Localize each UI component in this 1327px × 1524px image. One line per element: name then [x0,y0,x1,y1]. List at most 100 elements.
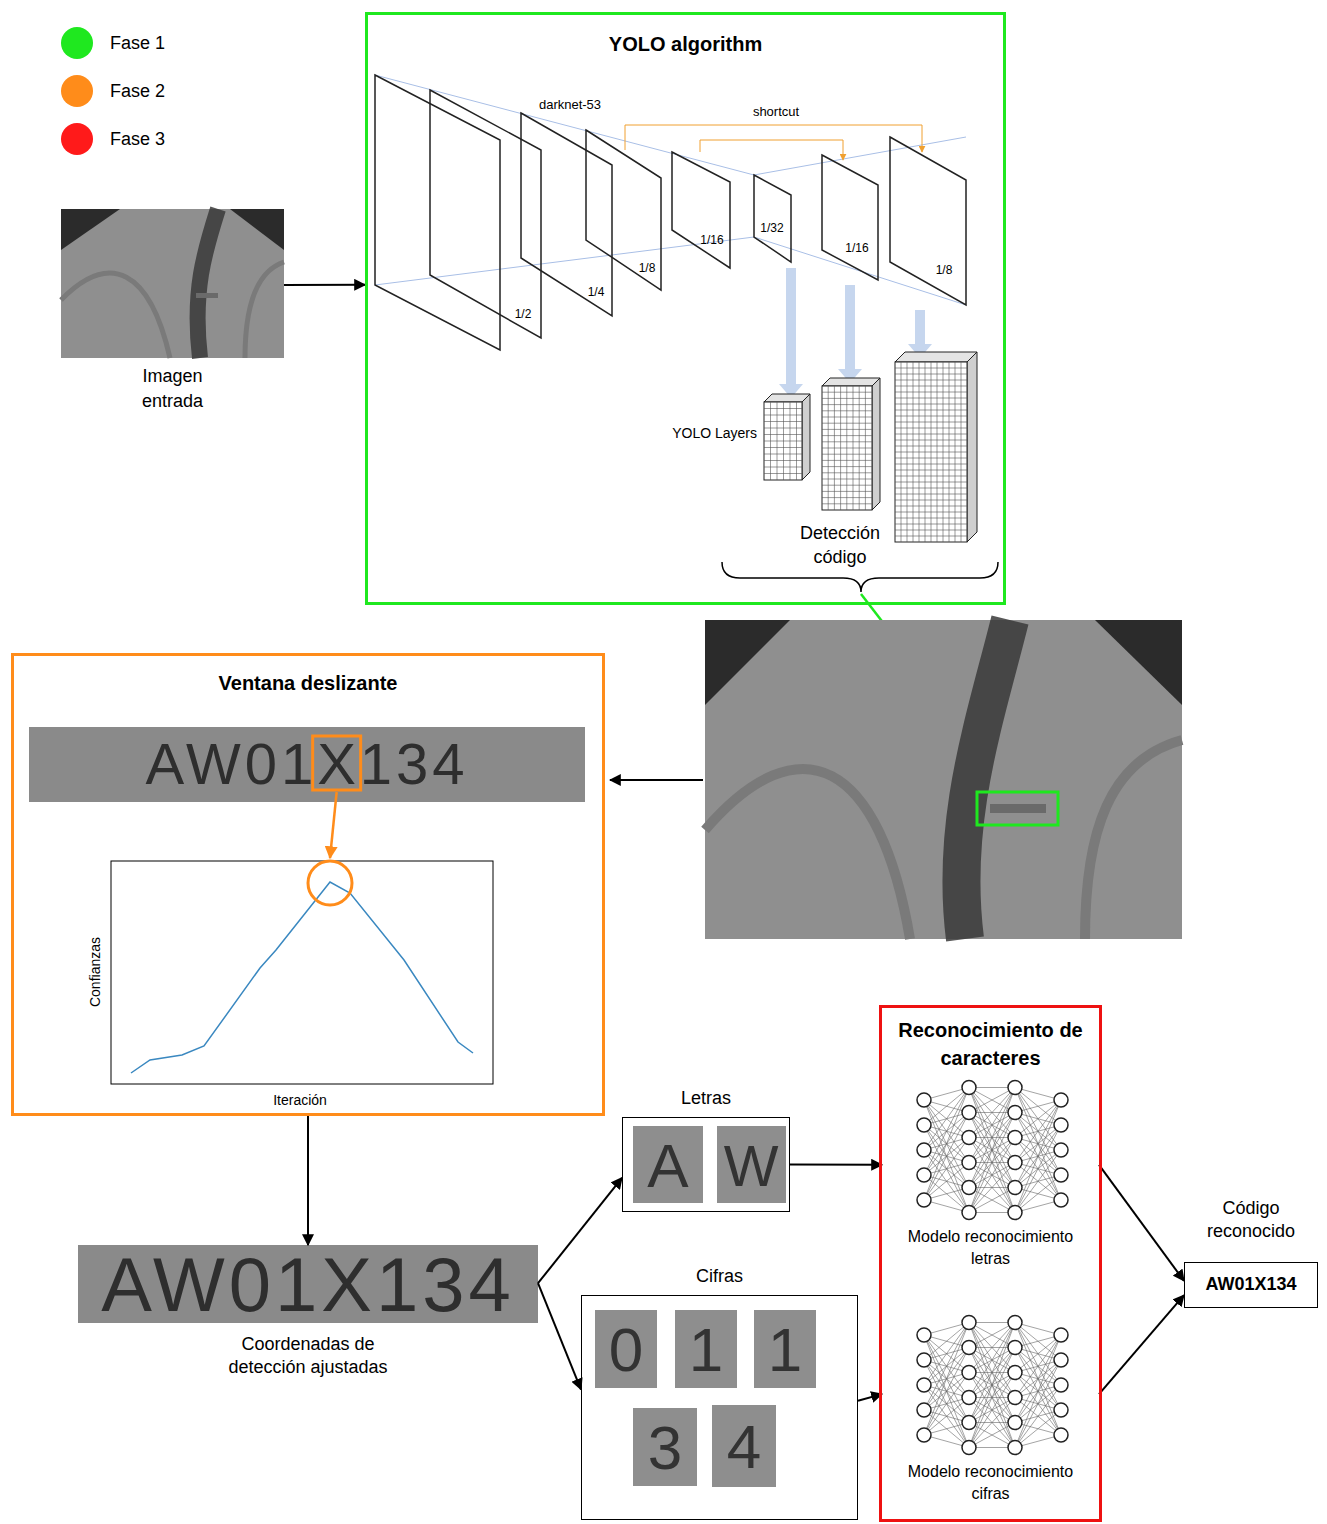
neural-network [969,1323,1015,1398]
confidence-chart [111,861,493,1084]
neural-network [924,1088,969,1201]
neural-network [1054,1403,1068,1417]
neural-network [924,1398,969,1436]
yolo-grid [822,378,880,510]
yolo-grid [895,494,967,495]
neural-network [1008,1441,1022,1455]
network-layer [375,75,966,350]
yolo-grid [764,402,802,480]
neural-network [1054,1328,1068,1342]
yolo-grid [822,448,872,449]
yolo-grid [895,380,967,381]
yolo-grid [895,416,967,417]
yolo-grid [895,482,967,483]
yolo-grid [872,378,880,510]
node-label: Letras [651,1087,761,1110]
neural-network [1054,1353,1068,1367]
yolo-grid [822,417,872,418]
neural-network [917,1328,931,1342]
scale-label: 1/4 [588,285,605,299]
yolo-grid [895,512,967,513]
yolo-grid [895,500,967,501]
network-layer [375,75,500,350]
neural-network [1054,1378,1068,1392]
yolo-grid [822,410,872,411]
neural-network [969,1323,1015,1448]
yolo-grid [764,415,802,416]
yolo-grid [764,408,802,409]
axis-label: Confianzas [87,937,103,1007]
legend-label: Fase 2 [110,75,165,107]
character-crop [633,1126,703,1203]
yolo-grid [764,454,802,455]
neural-network [1008,1081,1022,1095]
neural-network [1054,1428,1068,1442]
plate-text: AW01X134 [145,735,468,793]
neural-network [924,1410,969,1448]
yolo-grid [895,392,967,393]
input-photo [61,273,170,358]
neural-network [917,1081,1068,1220]
neural-network [924,1088,969,1126]
detection-photo [705,769,910,939]
yolo-grid [895,404,967,405]
neural-network [1015,1175,1061,1213]
output-arrow [779,268,803,398]
yolo-grid [764,421,802,422]
neural-network [1015,1410,1061,1448]
yolo-grid [895,452,967,453]
crop-character: 0 [609,1314,643,1385]
flow-arrow [538,1178,622,1283]
neural-network [969,1323,1015,1348]
neural-network [1015,1323,1061,1361]
character-crop [633,1408,697,1486]
network-layer [430,90,541,338]
yolo-grid [895,368,967,369]
legend-swatch [61,123,93,155]
yolo-grid [895,536,967,537]
scale-label: 1/32 [760,221,783,235]
yolo-grid [822,479,872,480]
yolo-grid [764,441,802,442]
shortcut-connector [700,140,843,160]
scale-label: 1/16 [700,233,723,247]
neural-network [1054,1193,1068,1207]
neural-network [969,1323,1015,1448]
yolo-grid [895,530,967,531]
crop-character: 1 [689,1314,723,1385]
neural-network [917,1143,931,1157]
yolo-grid [764,460,802,461]
yolo-grid [822,485,872,486]
neural-network [1054,1118,1068,1132]
neural-network [962,1441,976,1455]
neural-network [969,1138,1015,1213]
neural-network [969,1188,1015,1213]
neural-network [1015,1100,1061,1213]
node-title: YOLO algorithm [526,31,846,57]
detection-photo [961,620,1010,939]
confidence-chart [308,861,352,905]
neural-network [1008,1391,1022,1405]
yolo-grid [822,423,872,424]
output-arrow [838,285,862,383]
network-layer [822,155,878,280]
neural-network [917,1093,931,1107]
input-image: Imagen entrada [61,209,284,358]
yolo-grid [895,374,967,375]
yolo-grid [967,352,977,542]
yolo-grid [895,458,967,459]
yolo-grid [895,422,967,423]
network-layer [375,237,754,285]
input-photo [61,209,284,358]
character-crop [754,1310,816,1388]
plate-strip [330,792,337,858]
yolo-grid [822,497,872,498]
model-block: Modelo reconocimiento cifras [882,1320,1099,1510]
legend-row: Fase 1 [61,27,201,59]
network-layer [890,137,966,305]
neural-network [1015,1335,1061,1448]
yolo-grid [822,441,872,442]
flow-arrow [284,284,365,286]
yolo-grid [895,386,967,387]
neural-network [917,1353,931,1367]
